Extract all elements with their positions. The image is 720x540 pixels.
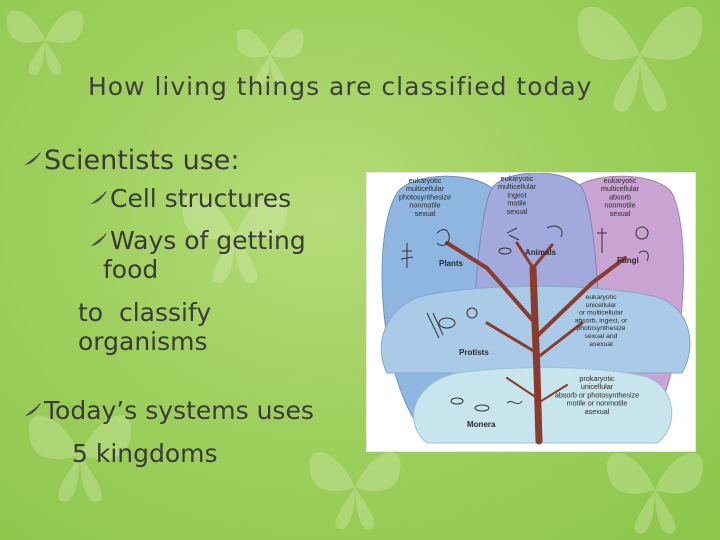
monera-trait: unicellular [581,382,614,391]
monera-label: Monera [467,420,496,429]
butterfly-icon [309,452,401,530]
bullet-text: Scientists use: [44,145,240,176]
protists-trait: absorb, ingest, or [575,317,628,324]
fungi-trait: eukaryotic [604,176,637,185]
fungi-trait: absorb [609,192,631,201]
bullet-scientists: Scientists use: [22,145,240,176]
protists-trait: sexual and [585,333,618,340]
plants-trait: eukaryotic [409,176,442,185]
classify-line-1: to classify [78,298,212,327]
fungi-label: Fungi [617,256,639,265]
protists-trait: photosynthesize [576,325,625,332]
protists-label: Protists [459,348,489,357]
bullet-text: Cell structures [110,184,292,213]
plants-label: Plants [439,259,464,268]
butterfly-icon [182,194,288,284]
animals-trait: sexual [507,207,528,216]
plants-trait: sexual [415,209,436,218]
slide-title: How living things are classified today [88,72,593,101]
feather-icon [23,152,41,166]
organism-sketches [400,225,649,412]
plants-trait: photosynthesize [399,192,451,201]
plants-trait: multicellular [406,184,445,193]
feather-icon [89,191,107,205]
monera-trait: motile or nonmotile [567,399,628,408]
bullet-ways-of-getting-food: Ways of getting [88,226,306,255]
monera-trait: prokaryotic [579,374,615,383]
feather-icon [89,233,107,247]
animals-trait: eukaryotic [501,174,534,183]
plants-trait: nonmotile [409,201,440,210]
animals-label: Animals [525,248,557,257]
protists-trait: asexual [589,341,613,348]
protists-trait: or multicellular [579,310,624,317]
fungi-trait: multicellular [601,184,640,193]
tree-trunk [445,241,627,445]
kingdoms-svg: eukaryoticmulticellularphotosynthesizeno… [380,172,691,445]
bullet-todays-systems: Today’s systems uses [22,396,314,425]
bullet-continuation: food [103,255,159,284]
butterfly-icon [6,10,84,75]
bullet-text: Today’s systems uses [44,396,314,425]
animals-trait: motile [507,199,526,208]
butterfly-icon [607,452,703,534]
feather-icon [23,403,41,417]
kingdoms-text: 5 kingdoms [72,439,218,468]
butterfly-icon [236,29,304,86]
monera-trait: asexual [585,407,610,416]
monera-trait: absorb or photosynthesize [555,390,639,399]
bullet-cell-structures: Cell structures [88,184,291,213]
classify-line-2: organisms [78,327,208,356]
protists-trait: unicellular [586,302,617,309]
protists-trait: eukaryotic [586,294,618,301]
animals-trait: multicellular [498,182,537,191]
fungi-trait: sexual [610,209,631,218]
monera-lobe [413,366,673,444]
fungi-trait: nonmotile [604,201,635,210]
butterfly-icon [28,415,132,502]
animals-trait: ingest [507,190,526,199]
bullet-text: Ways of getting [110,226,306,255]
butterfly-icon [577,6,703,112]
